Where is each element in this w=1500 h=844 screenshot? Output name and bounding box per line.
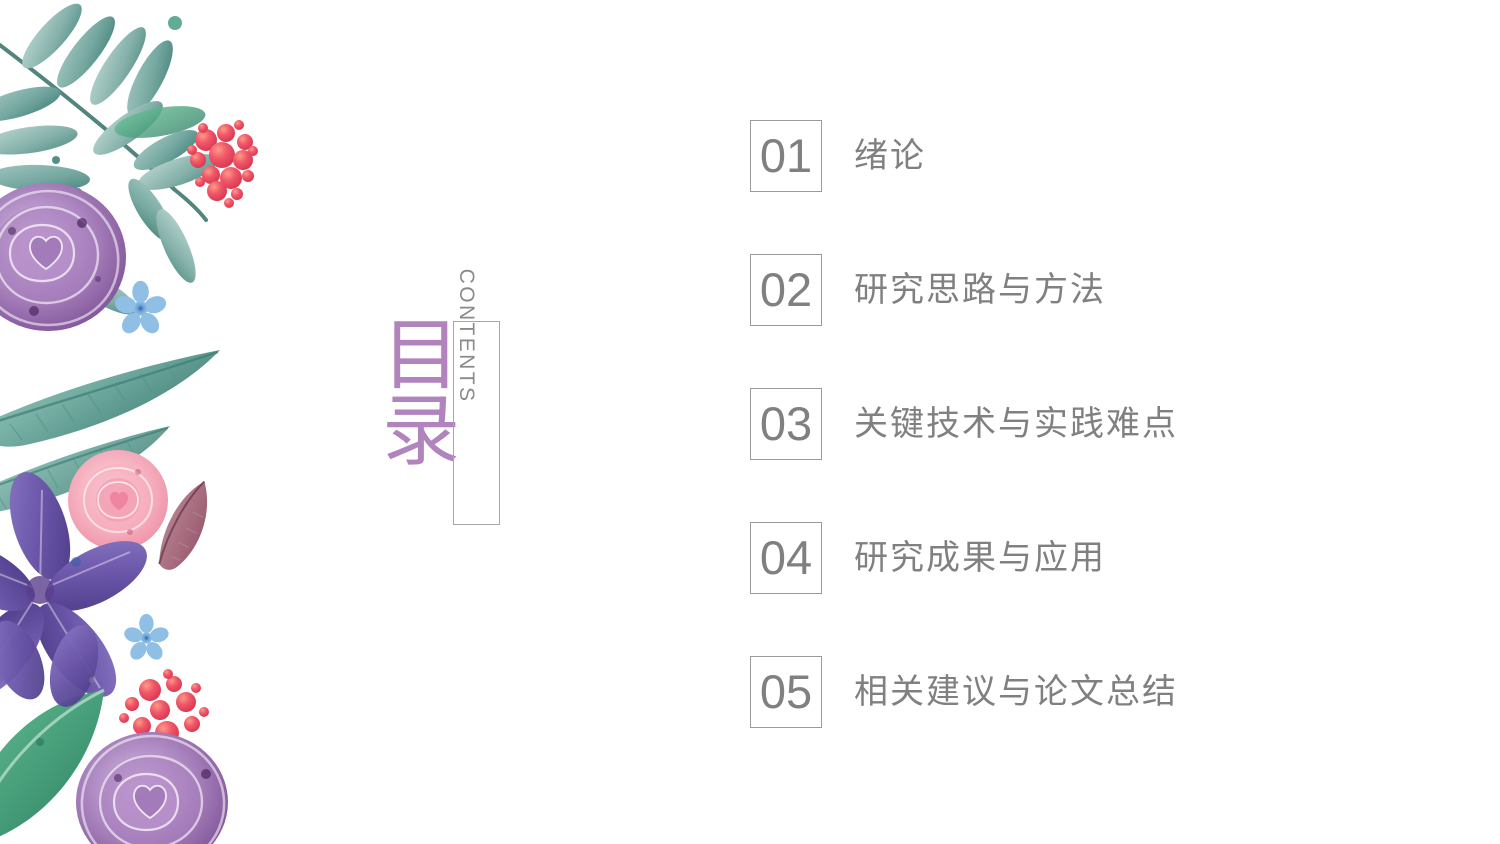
contents-label-box: CONTENTS	[453, 269, 500, 525]
berry-cluster-icon	[119, 669, 209, 758]
toc-label-03: 关键技术与实践难点	[854, 405, 1178, 443]
watercolor-floral-decoration	[0, 0, 300, 844]
purple-star-flower-icon	[0, 472, 147, 697]
purple-petal-icon	[0, 620, 99, 707]
toc-number-03: 03	[750, 388, 822, 460]
purple-rose-icon	[0, 183, 126, 331]
toc-number-01: 01	[750, 120, 822, 192]
banana-leaf-icon	[0, 350, 220, 512]
contents-label: CONTENTS	[454, 268, 478, 404]
toc-number-05: 05	[750, 656, 822, 728]
toc-item-05[interactable]: 05 相关建议与论文总结	[750, 656, 1410, 728]
green-leaf-icon	[0, 688, 105, 837]
fern-frond-icon	[0, 3, 219, 315]
contents-list: 01 绪论 02 研究思路与方法 03 关键技术与实践难点 04 研究成果与应用…	[750, 120, 1410, 728]
feather-leaf-icon	[158, 480, 208, 570]
berry-cluster-icon	[187, 120, 258, 208]
pink-rose-icon	[68, 450, 168, 550]
page-title: 目 录	[381, 311, 460, 475]
toc-number-04: 04	[750, 522, 822, 594]
toc-number-02: 02	[750, 254, 822, 326]
toc-label-01: 绪论	[854, 137, 926, 175]
toc-item-04[interactable]: 04 研究成果与应用	[750, 522, 1410, 594]
blue-flower-icon	[115, 280, 167, 334]
toc-label-05: 相关建议与论文总结	[854, 673, 1178, 711]
toc-item-02[interactable]: 02 研究思路与方法	[750, 254, 1410, 326]
blue-flower-icon	[124, 614, 169, 660]
toc-label-04: 研究成果与应用	[854, 539, 1106, 577]
toc-label-02: 研究思路与方法	[854, 271, 1106, 309]
toc-item-01[interactable]: 01 绪论	[750, 120, 1410, 192]
toc-item-03[interactable]: 03 关键技术与实践难点	[750, 388, 1410, 460]
purple-rose-icon	[76, 732, 228, 844]
title-block: 目 录 CONTENTS	[370, 269, 510, 533]
